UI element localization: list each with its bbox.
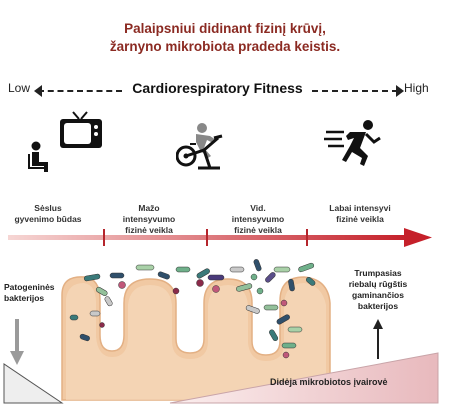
level-label-line: fizinė veikla: [234, 225, 282, 235]
level-label-line: intensyvumo: [231, 214, 285, 224]
running-person-icon: [322, 118, 386, 170]
title-line-2: žarnyno mikrobiota pradeda keistis.: [109, 39, 341, 54]
level-label-line: Vid.: [250, 203, 266, 213]
fitness-low-label: Low: [8, 81, 31, 95]
scfa-label-line: riebalų rūgštis: [348, 279, 408, 289]
level-label-line: gyvenimo būdas: [14, 214, 82, 224]
tv-sitting-person-icon: [26, 108, 106, 174]
diversity-label: Didėja mikrobiotos įvairovė: [270, 377, 388, 387]
intestine-diagram: [0, 255, 450, 408]
fitness-axis: Low Cardiorespiratory Fitness High: [0, 80, 450, 100]
scfa-label-line: gaminančios: [352, 290, 404, 300]
title: Palaipsniui didinant fizinį krūvį, žarny…: [0, 20, 450, 56]
pathogenic-bacteria-label: Patogeninės bakterijos: [4, 282, 55, 304]
level-label-line: Labai intensyvi: [329, 203, 391, 213]
intensity-gradient-arrow: [0, 225, 450, 251]
level-sedentary-label: Sėslus gyvenimo būdas: [8, 203, 88, 225]
title-line-1: Palaipsniui didinant fizinį krūvį,: [124, 21, 326, 36]
stationary-bike-icon: [176, 122, 232, 174]
scfa-label-line: Trumpasias: [354, 268, 402, 278]
scfa-label-line: bakterijos: [357, 301, 399, 311]
pathogenic-label-line: Patogeninės: [4, 282, 55, 292]
fitness-axis-label: Cardiorespiratory Fitness: [132, 80, 303, 96]
level-label-line: Mažo: [138, 203, 160, 213]
scfa-bacteria-label: Trumpasias riebalų rūgštis gaminančios b…: [342, 268, 414, 312]
level-label-line: intensyvumo: [122, 214, 176, 224]
dashed-line-left: [38, 90, 122, 92]
level-label-line: Sėslus: [34, 203, 62, 213]
level-low-intensity-label: Mažo intensyvumo fizinė veikla: [110, 203, 188, 236]
arrow-right-icon: [396, 85, 404, 97]
level-high-intensity-label: Labai intensyvi fizinė veikla: [316, 203, 404, 225]
fitness-high-label: High: [404, 81, 429, 95]
level-moderate-intensity-label: Vid. intensyvumo fizinė veikla: [216, 203, 300, 236]
level-label-line: fizinė veikla: [125, 225, 173, 235]
level-label-line: fizinė veikla: [336, 214, 384, 224]
pathogenic-label-line: bakterijos: [4, 293, 45, 303]
dashed-line-right: [312, 90, 398, 92]
